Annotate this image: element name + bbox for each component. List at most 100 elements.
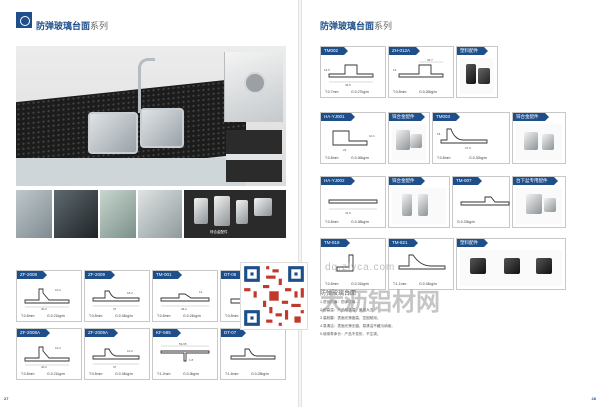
profile-weight: G:0.36kg/m	[351, 156, 370, 160]
profile-code: TM-821	[389, 239, 417, 247]
fitting-part	[402, 194, 412, 216]
page-title: 防弹玻璃台面系列	[36, 19, 108, 32]
profile-drawing: 27.6 18	[437, 128, 488, 150]
profile-drawing: 23 10.1	[332, 130, 375, 152]
fitting-card: 台下盆专用配件	[512, 176, 566, 228]
dim-label: 18.2	[127, 291, 133, 295]
profile-thickness: T:1.6mm	[225, 372, 239, 376]
profile-code: ZF-2008	[17, 271, 48, 279]
profile-card: DT-07 T:1.6mm G:0.28kg/m	[220, 328, 286, 380]
profile-thickness: T:0.8mm	[89, 314, 103, 318]
dim-label: 37	[113, 365, 117, 369]
fitting-label: 锌合金配件	[389, 177, 424, 185]
profile-weight: G:0.21kg/m	[47, 314, 66, 318]
page-title-series: 系列	[90, 21, 109, 31]
profile-card: TM-007 G:0.23kg/m	[452, 176, 510, 228]
zinc-fitting-photo	[392, 188, 446, 224]
dim-label: 46.5	[345, 83, 351, 87]
right-page: 防弹玻璃台面系列 TM002 46.5 12.5 T:0.7mm G:0.27k…	[302, 0, 598, 407]
fitting-part	[466, 64, 476, 84]
faucet	[138, 58, 155, 113]
cabinet-doors	[16, 158, 246, 186]
profile-thickness: T:0.8mm	[325, 220, 339, 224]
profile-card: KF-595 59.95 1.8 T:1.2mm G:0.3kg/m	[152, 328, 218, 380]
profile-drawing: 59.95 1.8	[160, 342, 210, 362]
dim-label: 10.2	[127, 349, 133, 353]
watermark-url: dq.zlvca.com	[325, 262, 396, 273]
kitchen-counter-photo	[16, 46, 286, 186]
profile-thickness: T:0.8mm	[393, 90, 407, 94]
fitting-label: 锌合金配件	[389, 113, 424, 121]
profile-code: HA-YJ001	[321, 113, 354, 121]
intro-line: 1.质优价廉：防弹玻璃…	[320, 300, 359, 304]
profile-code: HA-YJ002	[321, 177, 354, 185]
fitting-part	[504, 258, 520, 274]
profile-thickness: T:1.1mm	[393, 282, 407, 286]
fitting-part	[526, 194, 542, 214]
sink-basin-right	[140, 108, 184, 148]
dim-label: 23	[343, 148, 347, 152]
intro-line: 2.耐高温：产品耐高温，美观大方。	[320, 308, 377, 312]
profile-card: HA-YJ001 23 10.1 T:0.8mm G:0.36kg/m	[320, 112, 386, 164]
dim-label: 40.2	[41, 307, 47, 311]
profile-weight: G:0.24kg/m	[183, 314, 202, 318]
glass-edge-thumbnail	[16, 190, 52, 238]
zinc-fitting-photo	[516, 124, 562, 160]
page-title: 防弹玻璃台面系列	[320, 19, 392, 32]
fittings-caption: 锌合金配件	[210, 230, 228, 234]
page-title-text: 防弹玻璃台面	[36, 21, 91, 31]
fitting-card: 锌合金配件	[388, 112, 430, 164]
dim-label: 40.2	[41, 365, 47, 369]
profile-thickness: T:0.8mm	[225, 314, 239, 318]
fitting-card: 塑料配件	[456, 46, 498, 98]
profile-drawing: 35.7 13	[393, 58, 444, 78]
dim-label: 35.7	[427, 58, 433, 62]
drain-icon	[244, 72, 266, 94]
profile-weight: G:0.23kg/m	[457, 220, 476, 224]
fitting-part	[524, 132, 538, 150]
page-title-series: 系列	[374, 21, 393, 31]
dim-label: 10.1	[369, 134, 375, 138]
profile-thickness: T:0.7mm	[325, 90, 339, 94]
profile-code: DT-07	[221, 329, 247, 337]
profile-thickness: T:0.8mm	[325, 156, 339, 160]
dim-label: 41.6	[345, 211, 351, 215]
dim-label: 10.2	[55, 346, 61, 350]
dim-label: 27.6	[465, 146, 471, 150]
fitting-part	[478, 68, 490, 84]
fitting-card: 锌合金配件	[388, 176, 450, 228]
fitting-part	[470, 258, 486, 274]
fitting-part	[418, 194, 428, 216]
profile-drawing: 37 10.2	[92, 348, 140, 369]
profile-card: ZF-2008A 40.2 10.2 T:0.8mm G:0.21kg/m	[16, 328, 82, 380]
page-title-text: 防弹玻璃台面	[320, 21, 375, 31]
profile-drawing	[336, 254, 354, 272]
profile-weight: G:0.38kg/m	[351, 220, 370, 224]
fitting-part	[214, 196, 230, 226]
profile-code: TM-007	[453, 177, 481, 185]
profile-drawing: 46.2 12	[160, 290, 210, 311]
intro-line: 5.使用寿命长：产品不变形、不生锈。	[320, 332, 381, 336]
sink-basin-left	[88, 112, 138, 154]
dim-label: 12.5	[324, 68, 330, 72]
counter-edge-thumbnail	[138, 190, 182, 238]
plastic-fitting-photo	[460, 250, 562, 286]
profile-drawing	[230, 348, 276, 360]
fitting-part	[396, 130, 410, 150]
fitting-label: 锌合金配件	[513, 113, 548, 121]
profile-thickness: T:1.2mm	[157, 372, 171, 376]
profile-card: ZF-2008 40.2 10.2 T:0.8mm G:0.21kg/m	[16, 270, 82, 322]
fitting-part	[236, 200, 248, 224]
profile-card: ZH-012A 35.7 13 T:0.8mm G:0.26kg/m	[388, 46, 454, 98]
fitting-part	[542, 134, 554, 150]
dim-label: 37	[113, 307, 117, 311]
profile-card: TM-819 T:0.8mm G:0.31kg/m	[320, 238, 386, 290]
fitting-part	[410, 134, 422, 148]
left-page: 防弹玻璃台面系列 锌合金配件 ZF-2008	[2, 0, 298, 407]
profile-drawing: 46.5 12.5	[324, 64, 374, 87]
intro-line: 4.易清洁：表面光滑无缝，易清洁不藏污纳垢。	[320, 324, 395, 328]
fitting-label: 台下盆专用配件	[513, 177, 557, 185]
qr-code-pattern	[241, 263, 307, 329]
profile-card: ZF-2009 37 18.2 T:0.8mm G:0.34kg/m	[84, 270, 150, 322]
profile-thickness: T:0.8mm	[21, 372, 35, 376]
